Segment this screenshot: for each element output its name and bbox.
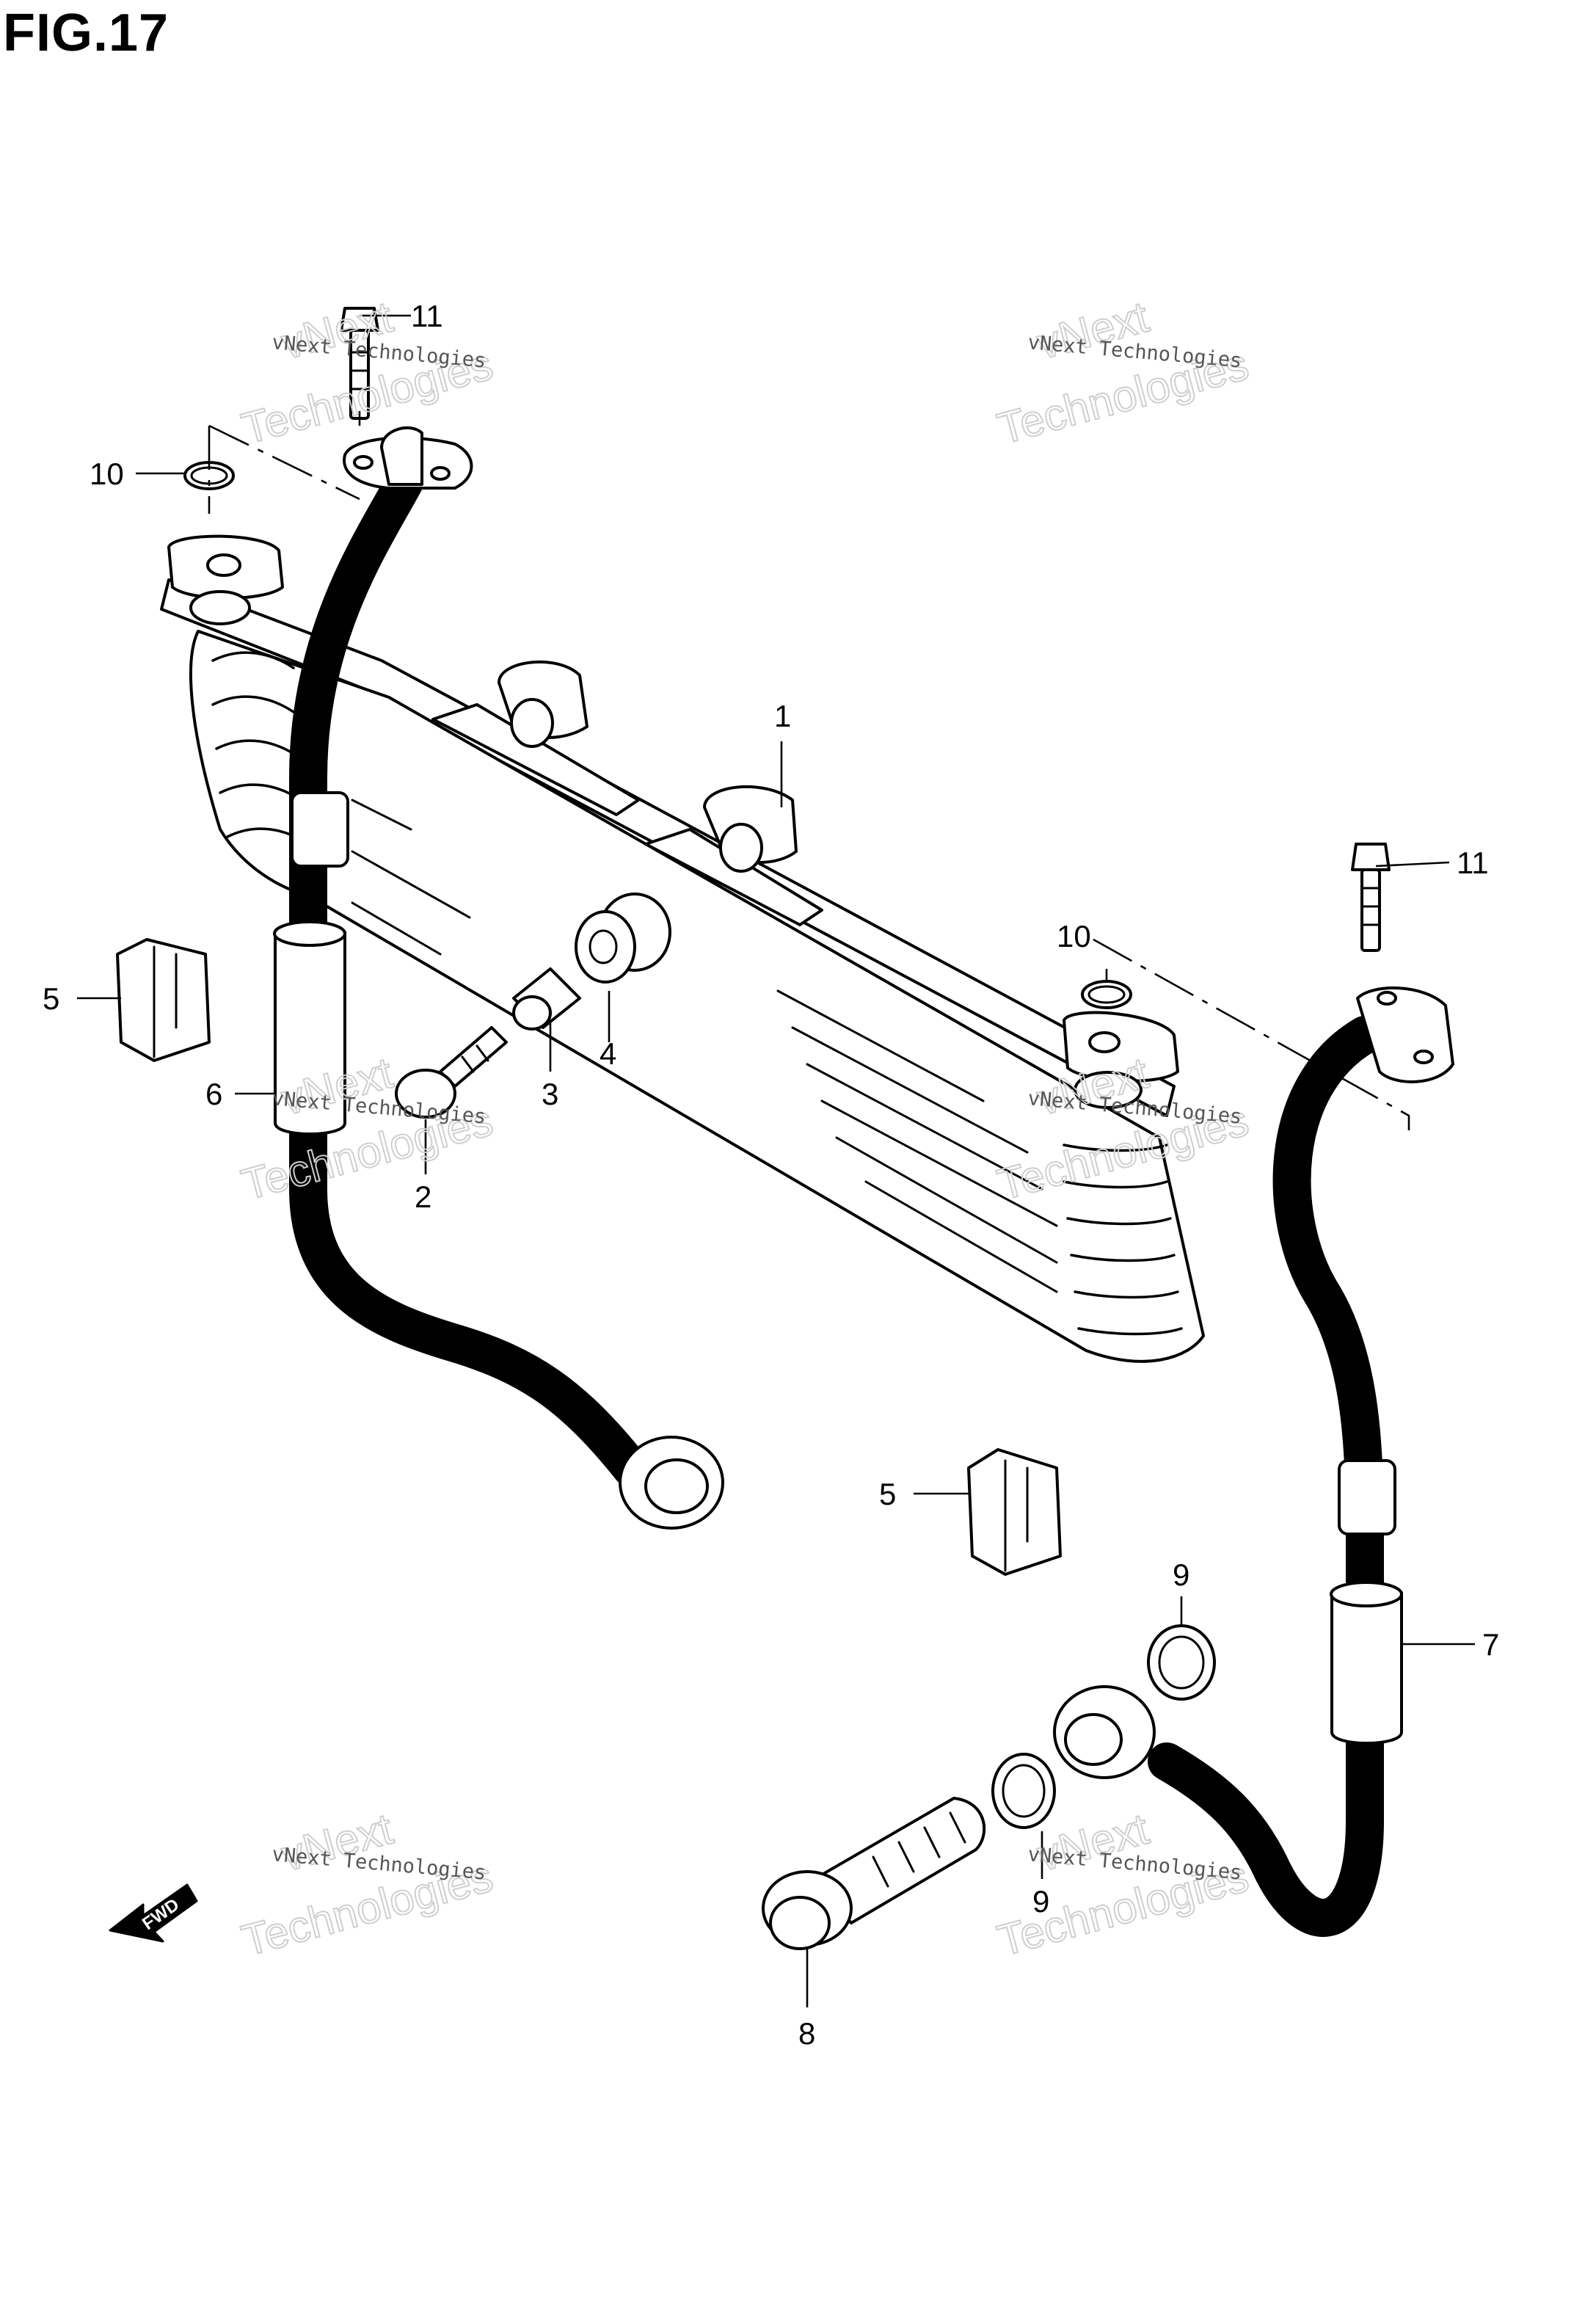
clip-5-center[interactable] bbox=[967, 1448, 1062, 1576]
watermark-bottom-right: vNext Technologies vNext Technologies bbox=[992, 1803, 1255, 1966]
callout-5-left: 5 bbox=[43, 981, 59, 1016]
union-bolt-8[interactable] bbox=[762, 1797, 986, 1950]
watermark-top-right: vNext Technologies vNext Technologies bbox=[992, 291, 1255, 454]
callout-11-right: 11 bbox=[1457, 846, 1489, 880]
oil-cooler-core[interactable] bbox=[160, 534, 1205, 1363]
watermark-top-left: vNext Technologies vNext Technologies bbox=[236, 291, 499, 454]
watermark-bottom-left: vNext Technologies vNext Technologies bbox=[236, 1803, 499, 1966]
callout-4: 4 bbox=[600, 1036, 616, 1071]
callout-5-center: 5 bbox=[879, 1477, 896, 1511]
callout-10-right: 10 bbox=[1057, 919, 1091, 953]
callout-9-lower: 9 bbox=[1032, 1884, 1049, 1919]
callout-2: 2 bbox=[415, 1179, 431, 1214]
oil-cooler-hose-right[interactable] bbox=[1053, 986, 1454, 1937]
bolt-2[interactable] bbox=[395, 1026, 508, 1119]
callout-7: 7 bbox=[1482, 1627, 1499, 1662]
washer-9-upper[interactable] bbox=[1147, 1624, 1216, 1701]
callout-8: 8 bbox=[798, 2016, 815, 2051]
callout-10-left: 10 bbox=[90, 457, 124, 491]
fwd-direction-arrow: FWD bbox=[109, 1883, 198, 1943]
figure-title: FIG.17 bbox=[3, 4, 170, 62]
clip-5-left[interactable] bbox=[116, 938, 211, 1062]
oil-cooler-hose-left[interactable] bbox=[273, 426, 724, 1530]
collar-3[interactable] bbox=[512, 967, 581, 1030]
callout-6: 6 bbox=[205, 1077, 222, 1111]
callout-11-upper: 11 bbox=[411, 299, 443, 333]
bolt-11-right[interactable] bbox=[1351, 843, 1391, 952]
grommet-4[interactable] bbox=[575, 893, 671, 984]
washer-9-lower[interactable] bbox=[991, 1753, 1056, 1829]
callout-9-upper: 9 bbox=[1173, 1557, 1189, 1592]
callout-3: 3 bbox=[542, 1077, 558, 1111]
callout-1: 1 bbox=[774, 699, 791, 733]
